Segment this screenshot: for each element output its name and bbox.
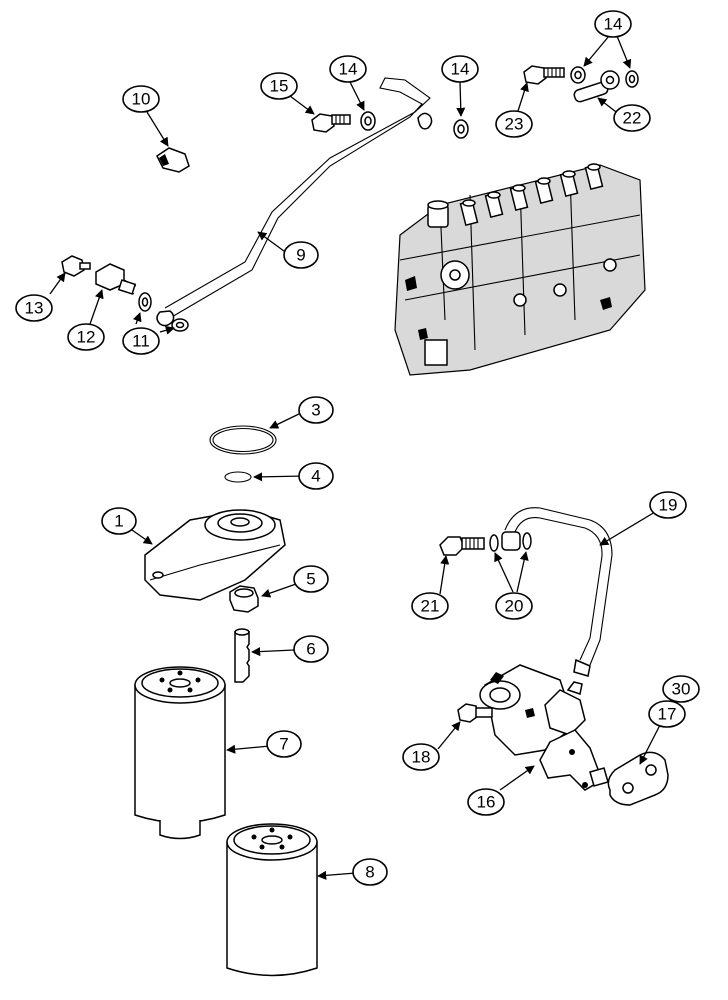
- fuel-line-icon: [156, 77, 433, 327]
- seal-ring-icon: [224, 471, 252, 483]
- sealing-washer-icon: [138, 292, 189, 332]
- callout-12: 12: [67, 323, 105, 351]
- callout-label: 23: [505, 115, 524, 134]
- callout-label: 9: [296, 246, 305, 265]
- callout-1: 1: [101, 507, 137, 535]
- callout-label: 21: [421, 597, 440, 616]
- callout-label: 7: [279, 735, 288, 754]
- banjo-bolt-icon: [439, 536, 485, 556]
- callout-20: 20: [495, 592, 533, 620]
- sealing-washer-icon: [360, 66, 639, 139]
- injection-pump-assembly-icon: [394, 163, 646, 376]
- callout-15: 15: [260, 72, 298, 100]
- adapter-fitting-icon: [234, 628, 250, 683]
- callout-label: 30: [672, 680, 691, 699]
- callout-14: 14: [441, 55, 479, 83]
- callout-label: 14: [604, 15, 623, 34]
- banjo-bolt-icon: [523, 65, 565, 85]
- callout-label: 14: [451, 60, 470, 79]
- callout-label: 22: [623, 109, 642, 128]
- leader-lines: [49, 35, 661, 880]
- gasket-icon: [607, 751, 669, 806]
- callout-label: 10: [132, 90, 151, 109]
- callout-16: 16: [467, 788, 505, 816]
- callout-23: 23: [495, 110, 533, 138]
- fitting-icon: [61, 255, 91, 277]
- callout-17: 17: [648, 700, 686, 728]
- callout-8: 8: [352, 858, 388, 886]
- callout-label: 1: [114, 512, 123, 531]
- callout-label: 18: [412, 748, 431, 767]
- callout-label: 6: [306, 640, 315, 659]
- callout-3: 3: [298, 396, 334, 424]
- fuel-line-icon: [504, 507, 613, 677]
- fuel-filter-icon: [226, 823, 318, 977]
- callout-label: 5: [306, 570, 315, 589]
- callout-label: 14: [339, 60, 358, 79]
- callout-13: 13: [15, 294, 53, 322]
- callout-label: 8: [365, 863, 374, 882]
- callout-label: 12: [77, 328, 96, 347]
- clip-icon: [156, 147, 190, 173]
- callout-label: 3: [311, 401, 320, 420]
- callout-label: 19: [659, 496, 678, 515]
- callout-label: 16: [477, 793, 496, 812]
- callout-18: 18: [402, 743, 440, 771]
- banjo-fitting-icon: [573, 70, 620, 103]
- callout-label: 13: [25, 299, 44, 318]
- callout-label: 4: [311, 467, 320, 486]
- banjo-bolt-icon: [95, 263, 137, 295]
- callout-9: 9: [283, 241, 319, 269]
- sealing-washer-icon: [489, 531, 532, 552]
- callout-4: 4: [298, 462, 334, 490]
- callout-label: 11: [132, 332, 150, 351]
- fuel-transfer-pump-icon: [479, 664, 609, 791]
- callout-10: 10: [122, 85, 160, 113]
- callout-14: 14: [329, 55, 367, 83]
- callout-21: 21: [411, 592, 449, 620]
- callout-label: 20: [505, 597, 524, 616]
- callout-14: 14: [594, 10, 632, 38]
- callout-label: 17: [658, 705, 677, 724]
- callout-19: 19: [649, 491, 687, 519]
- callout-5: 5: [293, 565, 329, 593]
- filter-head-icon: [144, 509, 286, 601]
- callout-22: 22: [613, 104, 651, 132]
- banjo-bolt-icon: [311, 113, 351, 133]
- callout-label: 15: [270, 77, 289, 96]
- callout-7: 7: [266, 730, 302, 758]
- o-ring-icon: [209, 425, 277, 455]
- callout-11: 11: [122, 327, 160, 355]
- callout-30: 30: [662, 675, 700, 703]
- banjo-bolt-icon: [457, 703, 493, 723]
- fuel-filter-icon: [134, 666, 226, 840]
- nut-icon: [229, 585, 259, 613]
- callout-6: 6: [293, 635, 329, 663]
